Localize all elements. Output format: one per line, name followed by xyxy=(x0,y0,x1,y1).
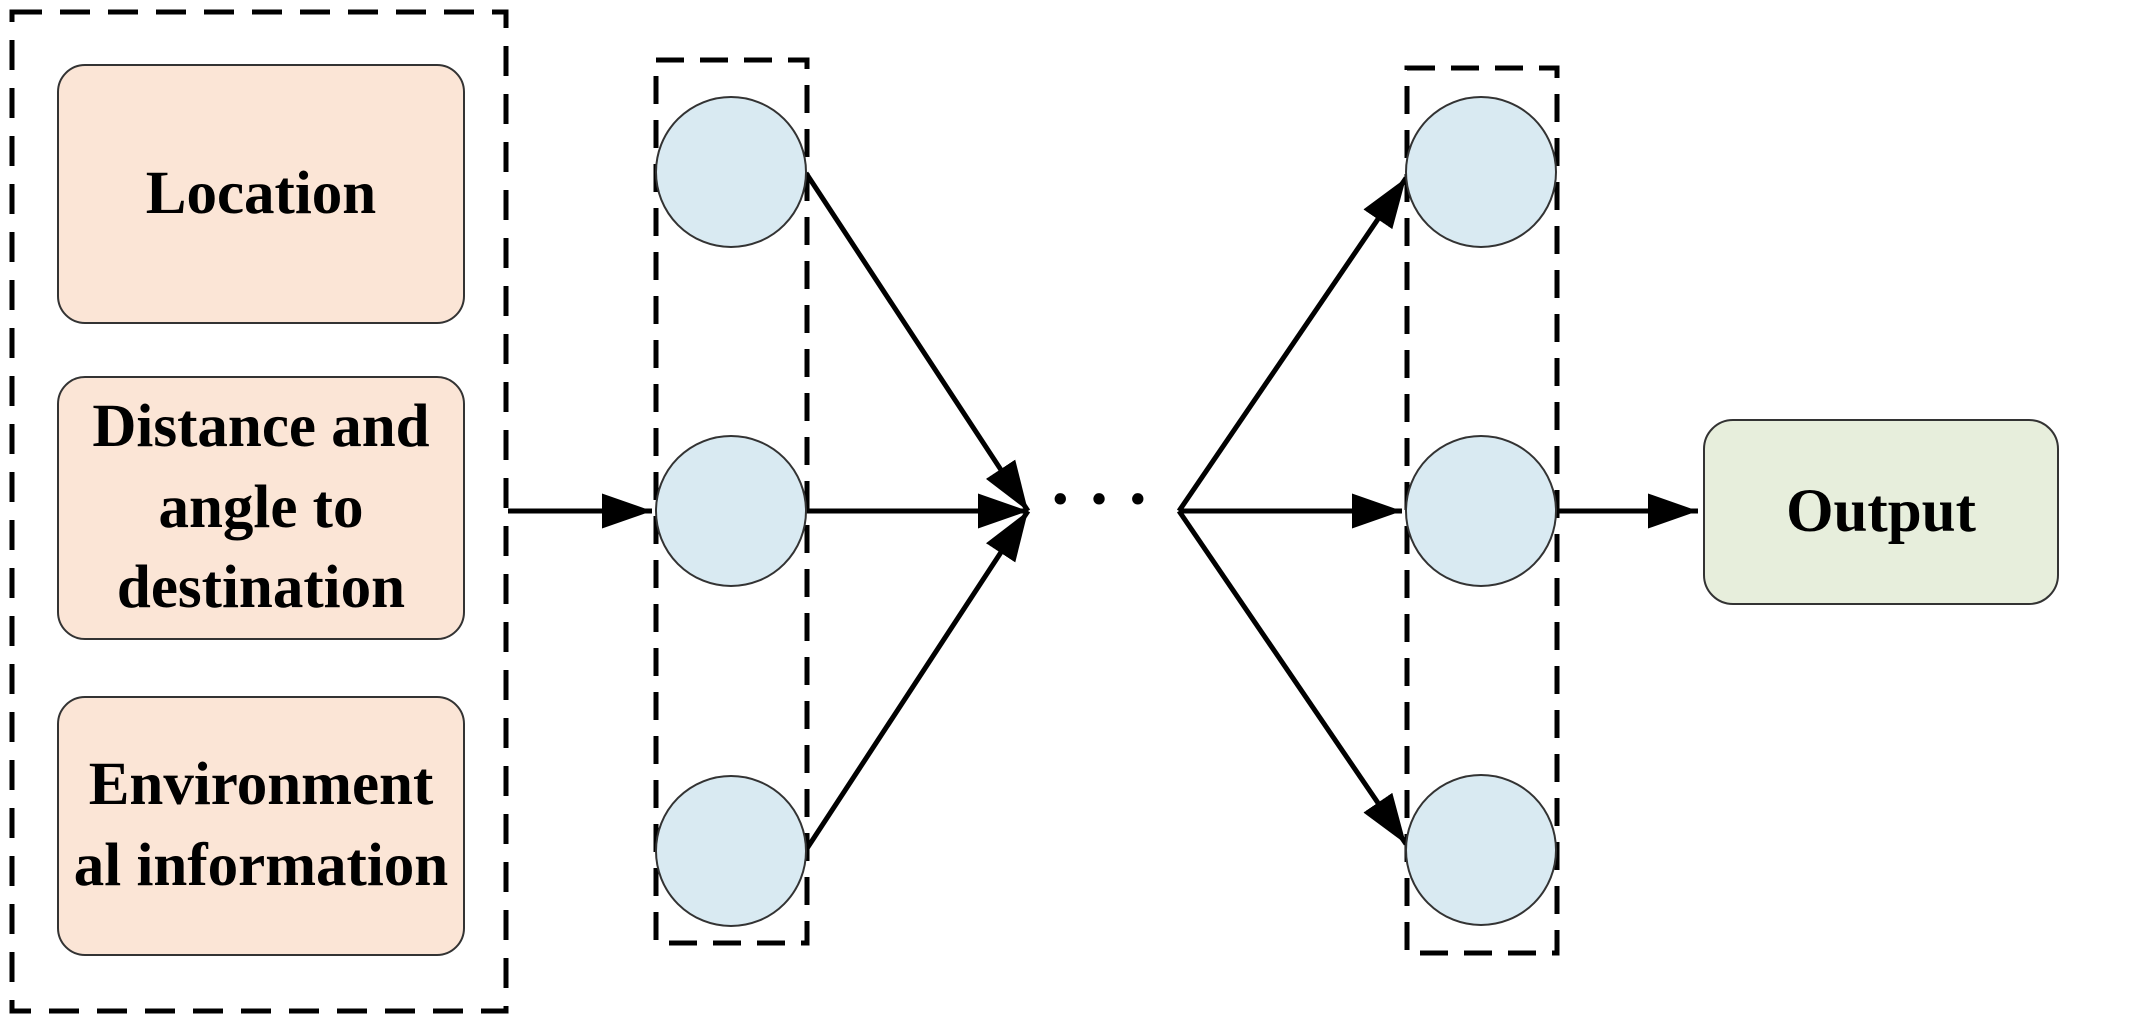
output-box-label: Output xyxy=(1786,477,1976,545)
layer2-node-bottom xyxy=(1405,774,1557,926)
edge-layer1-top-to-dots xyxy=(803,171,1031,513)
edge-dots-to-layer2-top xyxy=(1176,176,1409,513)
input-box-location-label: Location xyxy=(145,159,377,227)
input-box-environmental: Environment al information xyxy=(57,696,465,956)
layer1-node-bottom xyxy=(655,775,807,927)
layer2-node-top xyxy=(1405,96,1557,248)
edge-dots-to-layer2-bottom xyxy=(1176,509,1409,846)
input-box-environmental-label: Environment al information xyxy=(73,751,449,899)
output-box: Output xyxy=(1703,419,2059,605)
input-box-distance-angle-label: Distance and angle to destination xyxy=(92,393,430,622)
hidden-layers-ellipsis: ··· xyxy=(1048,461,1165,538)
input-group-border xyxy=(9,9,509,1014)
input-box-distance-angle: Distance and angle to destination xyxy=(57,376,465,640)
layer1-node-top xyxy=(655,96,807,248)
input-box-location: Location xyxy=(57,64,465,324)
edge-layer1-bottom-to-dots xyxy=(803,509,1031,852)
layer1-node-mid xyxy=(655,435,807,587)
hidden-layer-1-border xyxy=(653,57,810,946)
layer2-node-mid xyxy=(1405,435,1557,587)
